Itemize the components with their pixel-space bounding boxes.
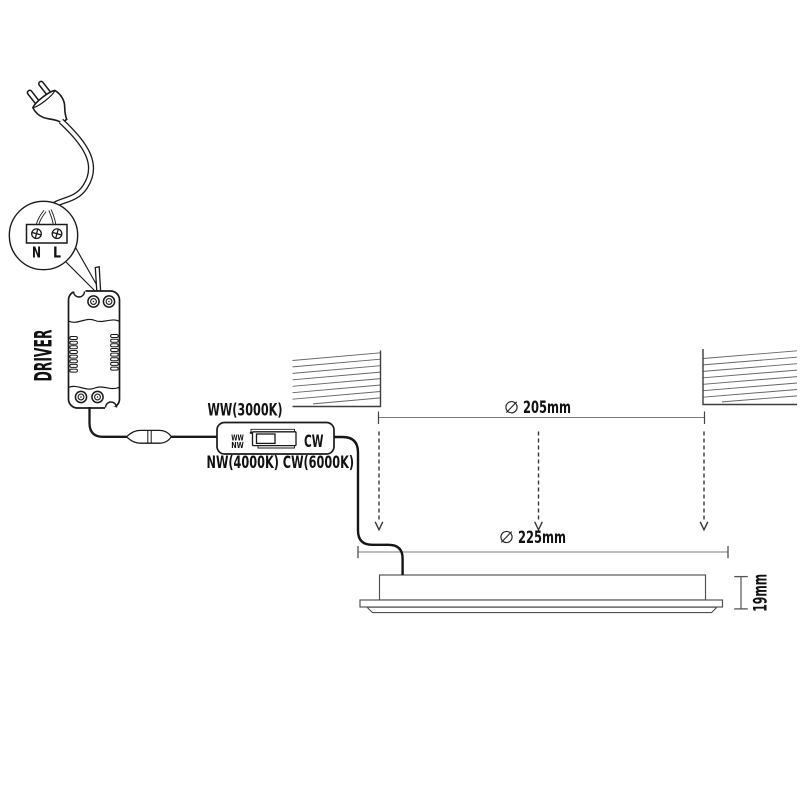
arrowhead-icon bbox=[534, 521, 543, 532]
hatch-lines bbox=[292, 352, 381, 405]
ceiling-section-left bbox=[292, 350, 382, 408]
plug-face-line bbox=[32, 90, 56, 109]
panel-diameter-value: 225mm bbox=[518, 528, 566, 548]
slider-knob[interactable] bbox=[255, 433, 276, 445]
driver-seam-line bbox=[68, 385, 120, 390]
panel-body bbox=[378, 574, 707, 601]
panel-diameter-dimension: 225mm bbox=[357, 528, 729, 559]
mounting-notch bbox=[72, 291, 86, 298]
arrowhead-icon bbox=[699, 521, 709, 532]
inline-connector bbox=[125, 429, 173, 444]
wiring-detail-circle: N L bbox=[8, 200, 100, 292]
terminal-block bbox=[25, 223, 68, 244]
panel-flange bbox=[359, 599, 724, 608]
label-nw-cw: NW(4000K) CW(6000K) bbox=[207, 453, 355, 472]
switch-position-nw: NW bbox=[231, 440, 244, 450]
ceiling-edge bbox=[292, 350, 382, 408]
insert-direction-arrows bbox=[374, 431, 709, 532]
terminal-n-label: N bbox=[32, 244, 41, 262]
power-plug-icon bbox=[26, 80, 68, 124]
driver-input-wire bbox=[94, 266, 102, 292]
led-panel bbox=[359, 574, 724, 614]
terminal-l-label: L bbox=[53, 244, 61, 262]
panel-height-value: 19mm bbox=[750, 574, 772, 612]
ceiling-section-right bbox=[702, 349, 798, 406]
diameter-symbol-icon bbox=[505, 401, 518, 414]
ceiling-edge bbox=[702, 349, 797, 406]
diameter-symbol-icon bbox=[500, 530, 513, 544]
driver-seam-line bbox=[68, 318, 120, 323]
driver-screw-terminals bbox=[74, 295, 116, 404]
mounting-notch bbox=[104, 401, 118, 408]
power-cable bbox=[44, 118, 95, 217]
arrowhead-icon bbox=[374, 521, 384, 532]
cutout-dimension: 205mm bbox=[377, 398, 706, 424]
label-ww-3000k: WW(3000K) bbox=[208, 401, 283, 420]
hatch-lines bbox=[702, 350, 798, 403]
driver-body bbox=[67, 290, 121, 409]
plug-body bbox=[32, 89, 68, 124]
driver-output-wire bbox=[88, 407, 127, 438]
switch-to-panel-wire bbox=[334, 435, 404, 575]
cutout-diameter-value: 205mm bbox=[523, 398, 571, 418]
screw-terminal-icon bbox=[31, 228, 63, 240]
panel-bezel bbox=[365, 606, 719, 614]
driver-unit: DRIVER bbox=[30, 266, 121, 410]
driver-vents bbox=[69, 334, 119, 373]
driver-label: DRIVER bbox=[30, 330, 58, 382]
height-dimension: 19mm bbox=[734, 574, 772, 612]
color-temp-switch: WW NW CW bbox=[216, 421, 335, 455]
switch-position-ww: WW bbox=[231, 432, 244, 442]
callout-lines bbox=[65, 247, 100, 292]
switch-position-cw: CW bbox=[304, 432, 324, 451]
